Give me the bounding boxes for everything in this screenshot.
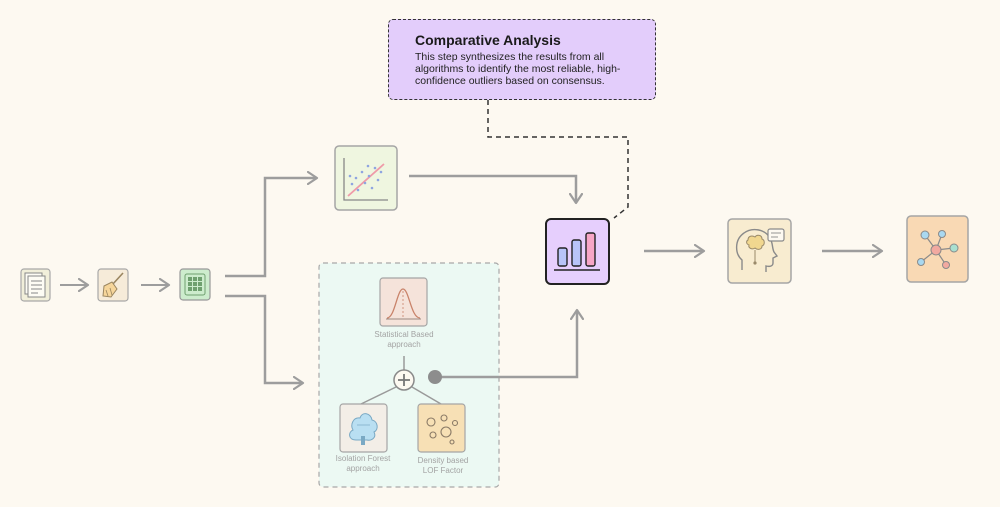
bar-chart-icon xyxy=(545,218,610,285)
arrow-branch-bottom xyxy=(225,294,303,383)
combine-plus-icon xyxy=(393,369,415,391)
arrow-methods-to-analysis xyxy=(435,310,577,379)
arrow-regression-to-analysis xyxy=(409,174,576,203)
callout-title: Comparative Analysis xyxy=(415,32,561,48)
methods-output-dot xyxy=(428,370,442,384)
document-icon xyxy=(20,268,51,302)
brain-head-icon xyxy=(727,218,792,284)
density-lof-label: Density based LOF Factor xyxy=(417,456,469,475)
statistical-approach-label: Statistical Based approach xyxy=(374,330,434,349)
broom-icon xyxy=(97,268,129,302)
callout-connector xyxy=(487,100,629,219)
isolation-forest-label: Isolation Forest approach xyxy=(335,454,391,473)
tree-icon xyxy=(339,403,388,453)
network-icon xyxy=(906,215,969,283)
bell-curve-icon xyxy=(379,277,428,327)
tree-link-right xyxy=(411,386,442,405)
circles-icon xyxy=(417,403,466,453)
callout-description: This step synthesizes the results from a… xyxy=(415,51,621,87)
scatter-regression-icon xyxy=(334,145,398,211)
arrow-branch-top xyxy=(225,178,317,278)
tree-link-left xyxy=(360,386,397,405)
comparative-analysis-callout: Comparative Analysis This step synthesiz… xyxy=(388,19,656,100)
grid-icon xyxy=(179,268,211,301)
